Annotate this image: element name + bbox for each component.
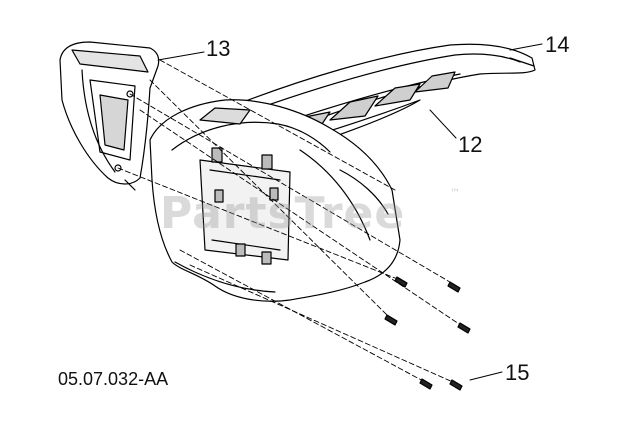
drawing-id: 05.07.032-AA	[58, 369, 169, 389]
part-13-side-cover	[59, 41, 160, 191]
watermark: PartsTree	[160, 188, 406, 239]
callout-13: 13	[206, 36, 231, 61]
part-15-screws	[384, 276, 471, 391]
callout-14: 14	[545, 32, 570, 57]
callout-leader-lines	[157, 43, 543, 381]
callout-15: 15	[505, 360, 530, 385]
watermark-trademark: ™	[450, 188, 460, 199]
assembly-guide-lines	[117, 59, 463, 384]
callout-12: 12	[458, 132, 483, 157]
